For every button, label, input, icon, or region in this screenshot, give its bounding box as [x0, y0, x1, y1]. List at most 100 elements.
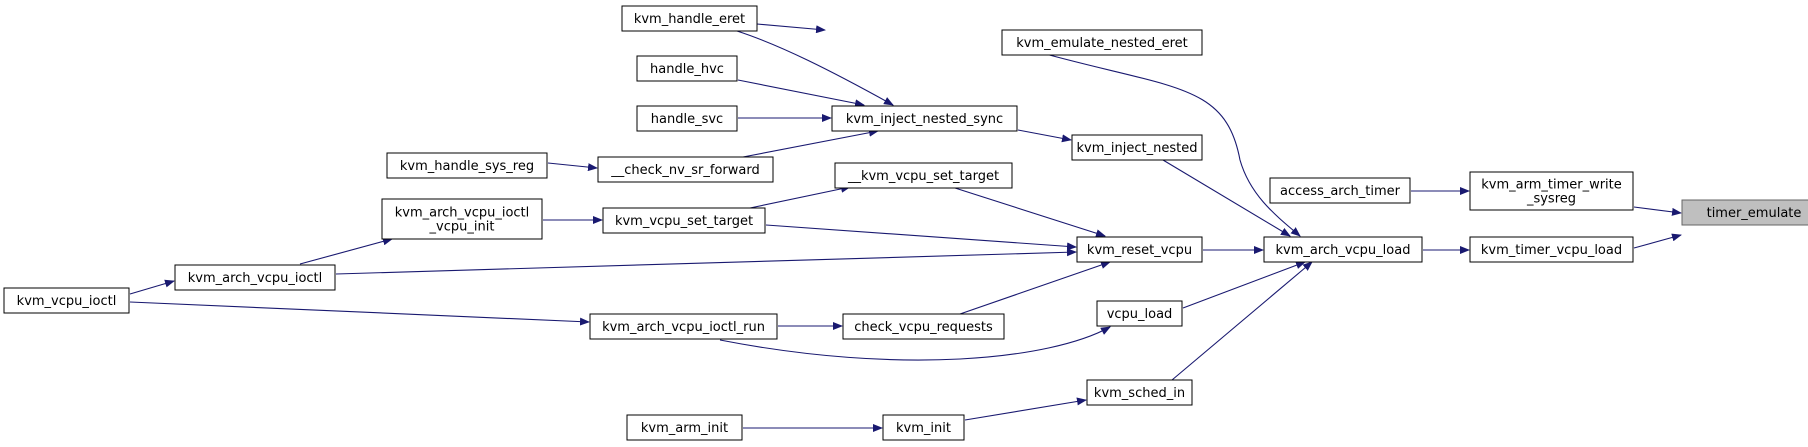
- edge-vcpu-load-to-kvm-arch-vcpu-load: [1182, 261, 1306, 309]
- edge-kvm-inject-nested-to-kvm-arch-vcpu-load: [1162, 159, 1291, 237]
- node-kvm-inject-nested[interactable]: kvm_inject_nested: [1071, 134, 1203, 161]
- node-check-nv-sr-forward[interactable]: __check_nv_sr_forward: [597, 156, 774, 183]
- edge-kvm-handle-eret-to-kvm-emulate-nested-eret: [756, 23, 826, 34]
- node-label: kvm_init: [896, 421, 951, 436]
- node-kvm-arch-vcpu-ioctl-vcpu-init[interactable]: kvm_arch_vcpu_ioctl_vcpu_init: [381, 198, 543, 240]
- node-box: [882, 414, 965, 441]
- node-box: [834, 162, 1013, 189]
- node-box: [1269, 177, 1411, 204]
- node-kvm-handle-eret[interactable]: kvm_handle_eret: [621, 5, 758, 32]
- edge-kvm-vcpu-set-target-to-kvm-reset-vcpu: [765, 224, 1077, 251]
- node-kvm-handle-sys-reg[interactable]: kvm_handle_sys_reg: [386, 152, 548, 179]
- edge-kvm-init-to-kvm-sched-in: [964, 397, 1087, 421]
- node-kvm-timer-vcpu-load[interactable]: kvm_timer_vcpu_load: [1469, 236, 1634, 263]
- node-box: [831, 105, 1018, 132]
- node-box: [1469, 171, 1634, 211]
- node-box: [3, 287, 130, 314]
- edge-kvm-vcpu-ioctl-to-kvm-arch-vcpu-ioctl: [129, 279, 175, 295]
- edge-kvm-sched-in-to-kvm-arch-vcpu-load: [1171, 261, 1313, 381]
- edge-kvm-arch-vcpu-ioctl-to-kvm-arch-vcpu-ioctl-vcpu-init: [299, 237, 393, 265]
- node-label: check_vcpu_requests: [854, 320, 993, 335]
- node-label: kvm_emulate_nested_eret: [1016, 36, 1187, 51]
- node-box: [1001, 29, 1203, 56]
- edge-handle-hvc-to-kvm-inject-nested-sync: [737, 79, 865, 108]
- edge-kvm-handle-eret-to-kvm-inject-nested-sync: [736, 30, 894, 106]
- node-label: _sysreg: [1526, 192, 1576, 207]
- node-label: __kvm_vcpu_set_target: [847, 169, 999, 184]
- node-label: kvm_sched_in: [1094, 386, 1185, 401]
- node-label: handle_hvc: [650, 62, 724, 77]
- node-kvm-sched-in[interactable]: kvm_sched_in: [1086, 379, 1193, 406]
- node-label: timer_emulate: [1707, 206, 1802, 221]
- node-box: [386, 152, 548, 179]
- edge-kvm-vcpu-set-target-inner-to-kvm-reset-vcpu: [954, 187, 1106, 238]
- node-box: [381, 198, 543, 240]
- node-box: [842, 313, 1005, 340]
- node-label: kvm_inject_nested_sync: [846, 112, 1003, 127]
- node-label: kvm_reset_vcpu: [1087, 243, 1192, 258]
- edge-kvm-arm-timer-write-sysreg-to-timer-emulate: [1633, 206, 1682, 216]
- node-handle-svc[interactable]: handle_svc: [636, 105, 738, 132]
- edge-check-vcpu-requests-to-kvm-reset-vcpu: [959, 261, 1111, 315]
- node-box: [174, 264, 336, 291]
- node-box: [597, 156, 774, 183]
- edge-kvm-inject-nested-sync-to-kvm-inject-nested: [1017, 129, 1072, 143]
- node-timer-emulate[interactable]: timer_emulate: [1681, 199, 1808, 226]
- node-box: [589, 313, 778, 340]
- node-box: [1681, 199, 1808, 226]
- node-box: [1076, 236, 1203, 263]
- node-label: kvm_inject_nested: [1077, 141, 1198, 156]
- node-label: kvm_arch_vcpu_ioctl: [188, 271, 323, 286]
- node-label: __check_nv_sr_forward: [610, 163, 759, 178]
- node-label: _vcpu_init: [429, 220, 495, 235]
- nodes-layer: timer_emulatekvm_arm_timer_write_sysregk…: [3, 5, 1808, 441]
- node-label: kvm_timer_vcpu_load: [1481, 243, 1622, 258]
- node-kvm-reset-vcpu[interactable]: kvm_reset_vcpu: [1076, 236, 1203, 263]
- node-box: [636, 55, 738, 82]
- node-handle-hvc[interactable]: handle_hvc: [636, 55, 738, 82]
- node-kvm-inject-nested-sync[interactable]: kvm_inject_nested_sync: [831, 105, 1018, 132]
- edge-kvm-vcpu-ioctl-to-kvm-arch-vcpu-ioctl-run: [129, 301, 590, 326]
- node-kvm-arch-vcpu-load[interactable]: kvm_arch_vcpu_load: [1263, 236, 1423, 263]
- node-label: kvm_handle_sys_reg: [400, 159, 534, 174]
- edge-kvm-timer-vcpu-load-to-timer-emulate: [1633, 233, 1682, 249]
- node-label: kvm_vcpu_ioctl: [17, 294, 117, 309]
- node-kvm-arch-vcpu-ioctl-run[interactable]: kvm_arch_vcpu_ioctl_run: [589, 313, 778, 340]
- node-label: kvm_arch_vcpu_ioctl_run: [602, 320, 765, 335]
- node-box: [636, 105, 738, 132]
- node-box: [626, 414, 743, 441]
- node-kvm-arch-vcpu-ioctl[interactable]: kvm_arch_vcpu_ioctl: [174, 264, 336, 291]
- node-label: handle_svc: [651, 112, 723, 127]
- node-label: kvm_arch_vcpu_ioctl: [395, 206, 530, 221]
- node-kvm-vcpu-ioctl[interactable]: kvm_vcpu_ioctl: [3, 287, 130, 314]
- node-label: kvm_arm_timer_write: [1481, 178, 1622, 193]
- node-box: [1263, 236, 1423, 263]
- edge-kvm-arch-vcpu-ioctl-to-kvm-reset-vcpu: [335, 248, 1077, 275]
- node-box: [602, 207, 766, 234]
- node-vcpu-load[interactable]: vcpu_load: [1096, 300, 1183, 327]
- node-kvm-vcpu-set-target[interactable]: kvm_vcpu_set_target: [602, 207, 766, 234]
- node-box: [1469, 236, 1634, 263]
- node-check-vcpu-requests[interactable]: check_vcpu_requests: [842, 313, 1005, 340]
- node-label: kvm_arch_vcpu_load: [1276, 243, 1411, 258]
- node-box: [1096, 300, 1183, 327]
- node-kvm-init[interactable]: kvm_init: [882, 414, 965, 441]
- edges-layer: [129, 23, 1682, 432]
- edge-check-nv-sr-forward-to-kvm-inject-nested-sync: [742, 128, 879, 158]
- node-kvm-vcpu-set-target-inner[interactable]: __kvm_vcpu_set_target: [834, 162, 1013, 189]
- node-kvm-arm-init[interactable]: kvm_arm_init: [626, 414, 743, 441]
- node-kvm-arm-timer-write-sysreg[interactable]: kvm_arm_timer_write_sysreg: [1469, 171, 1634, 211]
- edge-kvm-handle-sys-reg-to-check-nv-sr-forward: [547, 162, 598, 172]
- node-label: access_arch_timer: [1280, 184, 1401, 199]
- node-box: [621, 5, 758, 32]
- node-label: kvm_vcpu_set_target: [615, 214, 753, 229]
- node-label: kvm_arm_init: [641, 421, 728, 436]
- node-label: vcpu_load: [1107, 307, 1173, 322]
- node-kvm-emulate-nested-eret[interactable]: kvm_emulate_nested_eret: [1001, 29, 1203, 56]
- edge-kvm-arch-vcpu-ioctl-run-to-vcpu-load: [719, 326, 1111, 361]
- edge-kvm-vcpu-set-target-to-kvm-vcpu-set-target-inner: [749, 184, 851, 209]
- edge-kvm-emulate-nested-eret-to-kvm-arch-vcpu-load: [1023, 47, 1301, 237]
- node-label: kvm_handle_eret: [634, 12, 745, 27]
- node-access-arch-timer[interactable]: access_arch_timer: [1269, 177, 1411, 204]
